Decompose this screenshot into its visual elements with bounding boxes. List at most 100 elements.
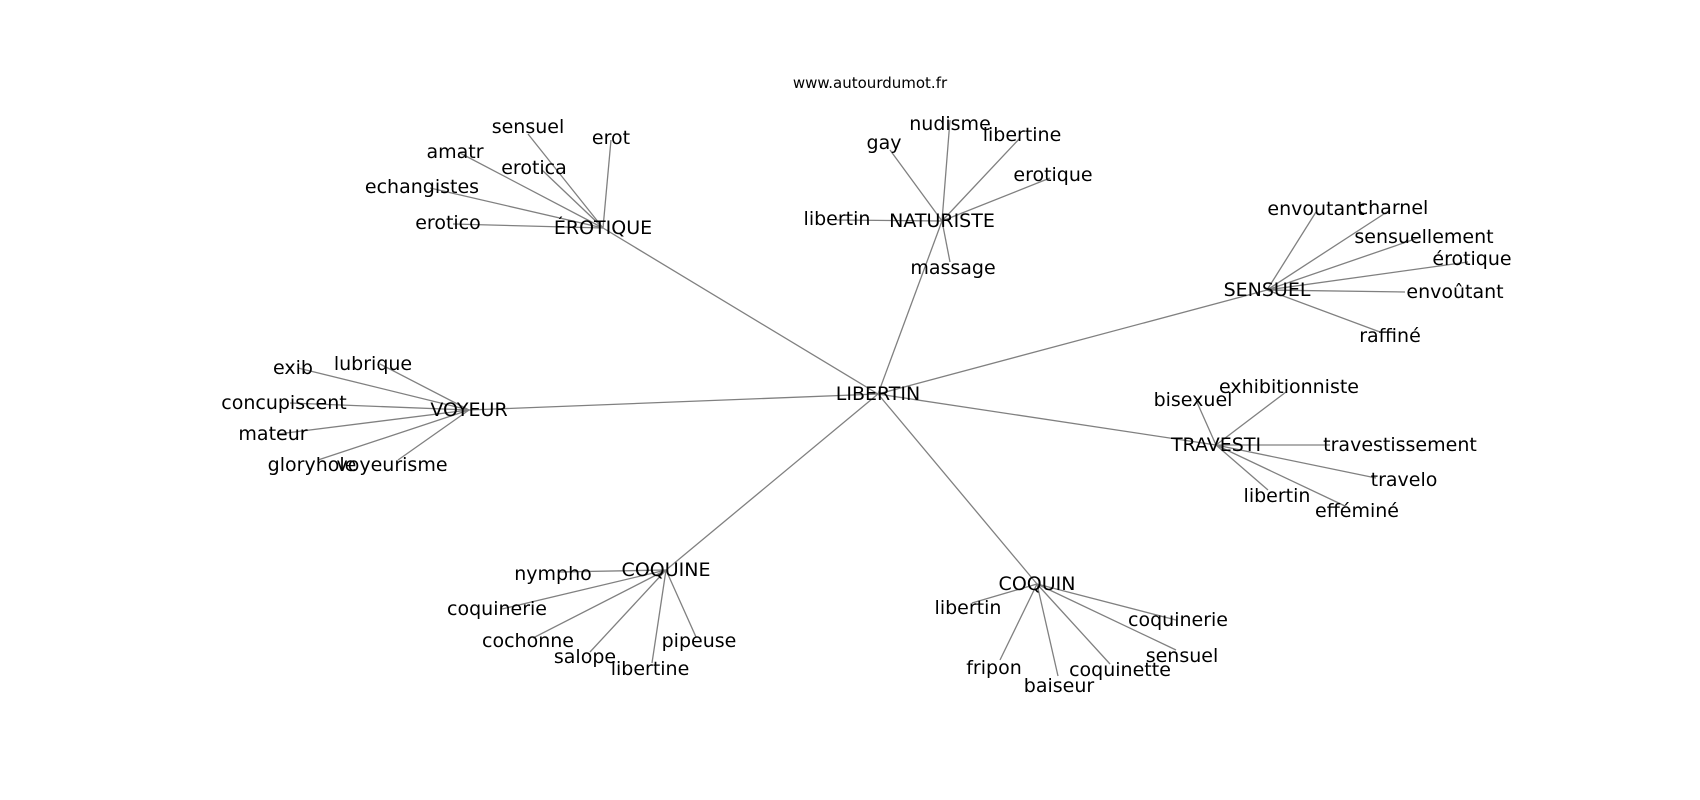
edge-hub-leaf [527,133,604,229]
leaf-node-label: erotico [415,212,481,234]
hub-node-label: COQUINE [622,559,711,581]
leaf-node-label: libertin [935,597,1002,619]
edge-hub-leaf [1266,261,1469,291]
edge-hub-leaf [297,367,470,411]
edge-hub-leaf [397,409,470,461]
leaf-node-label: libertine [611,658,690,680]
edge-hub-leaf [289,402,470,411]
edge-hub-leaf [1036,583,1059,677]
edge-center-hub [468,393,879,411]
center-node-label: LIBERTIN [836,383,920,405]
leaf-node-label: bisexuel [1154,389,1233,411]
leaf-node-label: pipeuse [662,630,737,652]
edge-hub-leaf [999,583,1038,661]
edge-center-hub [877,220,943,395]
edge-hub-leaf [589,569,667,653]
source-watermark: www.autourdumot.fr [793,74,948,92]
edge-hub-leaf [459,152,604,229]
edge-hub-leaf [1266,289,1406,293]
leaf-node-label: fripon [966,657,1022,679]
edge-hub-leaf [1266,237,1419,291]
edge-hub-leaf [941,119,951,222]
leaf-node-label: libertin [804,208,871,230]
edge-hub-leaf [1266,211,1317,291]
leaf-node-label: sensuel [1146,645,1219,667]
edge-hub-leaf [665,569,697,638]
hub-node-label: NATURISTE [889,210,995,232]
leaf-node-label: travelo [1371,469,1438,491]
edge-hub-leaf [277,409,470,435]
leaf-node-label: exhibitionniste [1219,376,1359,398]
leaf-node-label: coquinerie [1128,609,1228,631]
hub-node-label: VOYEUR [430,399,507,421]
leaf-node-label: charnel [1358,197,1429,219]
edge-hub-leaf [1036,583,1111,665]
leaf-node-label: mateur [238,423,307,445]
leaf-node-label: libertin [1244,485,1311,507]
edge-hub-leaf [317,409,470,461]
leaf-node-label: sensuellement [1354,226,1493,248]
edge-hub-leaf [889,149,943,222]
edge-hub-leaf [1036,583,1177,651]
leaf-node-label: envoutant [1267,198,1364,220]
hub-node-label: SENSUEL [1224,279,1311,301]
leaf-node-label: envoûtant [1406,281,1503,303]
edge-hub-leaf [651,569,667,664]
hub-node-label: TRAVESTI [1170,434,1261,456]
leaf-node-label: érotique [1432,248,1511,270]
edge-hub-leaf [379,363,470,411]
leaf-node-label: nudisme [909,113,991,135]
leaf-node-label: erotica [501,157,567,179]
edge-hub-leaf [1215,444,1346,507]
edge-hub-leaf [501,569,667,610]
edge-hub-leaf [1195,399,1217,446]
leaf-node-label: raffiné [1359,325,1421,347]
leaf-node-label: coquinerie [447,598,547,620]
edge-hub-leaf [557,569,667,573]
leaf-node-label: erot [592,127,630,149]
leaf-node-label: exib [273,357,313,379]
edge-hub-leaf [971,583,1038,604]
leaf-node-label: erotique [1013,164,1092,186]
leaf-node-label: baiseur [1024,675,1095,697]
edge-center-hub [877,393,1217,446]
leaf-node-label: salope [554,646,616,668]
leaf-node-label: gloryhole [268,454,357,476]
edge-center-hub [602,227,879,395]
edge-hub-leaf [532,569,667,639]
edge-hub-leaf [941,137,1021,222]
edge-hub-leaf [429,187,604,229]
hub-node-label: COQUIN [999,573,1076,595]
edge-hub-leaf [1036,583,1177,621]
edge-hub-leaf [452,223,604,229]
leaf-node-label: voyeurisme [336,454,447,476]
edge-hub-leaf [836,219,943,222]
leaf-node-label: efféminé [1315,500,1399,522]
edge-hub-leaf [1215,444,1377,479]
edge-center-hub [877,393,1038,585]
leaf-node-label: echangistes [365,176,479,198]
leaf-node-label: travestissement [1323,434,1477,456]
leaf-node-label: massage [910,257,995,279]
leaf-node-label: coquinette [1069,659,1171,681]
leaf-node-label: amatr [426,141,483,163]
edge-center-hub [665,393,879,571]
edge-hub-leaf [1266,209,1391,291]
leaf-node-label: libertine [983,124,1062,146]
edge-hub-leaf [941,220,951,263]
leaf-node-label: concupiscent [221,392,346,414]
leaf-node-label: gay [867,132,902,154]
edge-hub-leaf [1215,391,1287,446]
edge-hub-leaf [541,169,604,229]
leaf-node-label: sensuel [492,116,565,138]
edge-hub-leaf [602,139,612,229]
leaf-node-label: nympho [514,563,592,585]
edges-layer [277,119,1469,677]
edge-hub-leaf [1266,289,1381,333]
leaf-node-label: cochonne [482,630,574,652]
edge-hub-leaf [1215,444,1269,491]
edge-hub-leaf [941,177,1051,222]
edge-center-hub [877,289,1268,395]
